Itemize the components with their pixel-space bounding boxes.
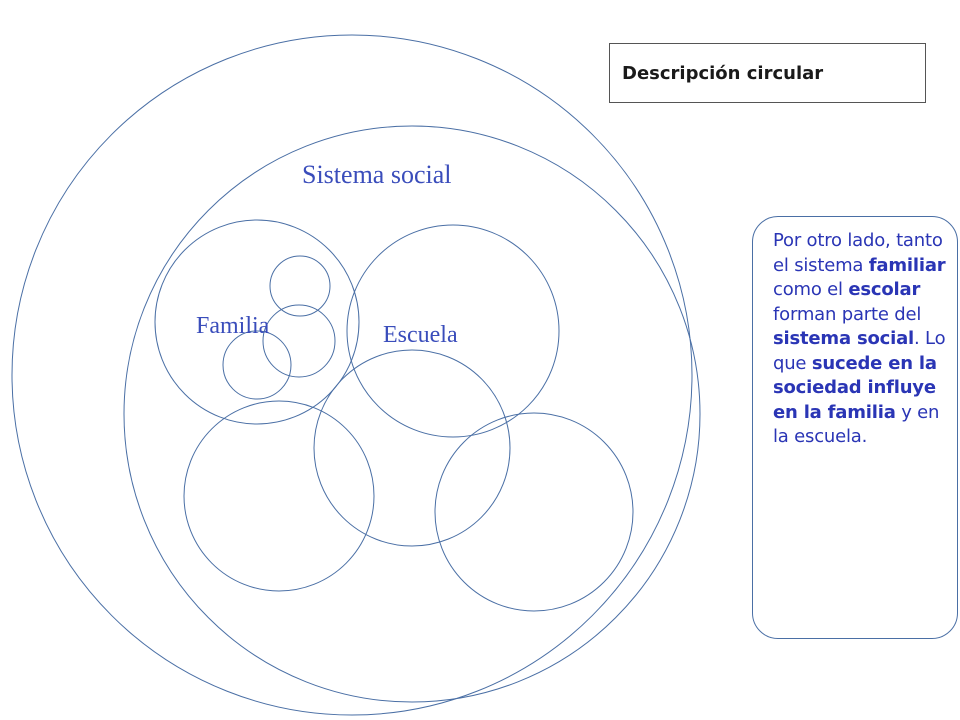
description-bold-familiar: familiar	[868, 254, 946, 276]
title-text: Descripción circular	[622, 62, 824, 84]
description-text-2: como el	[773, 279, 849, 300]
escuela-label: Escuela	[383, 322, 458, 348]
outermost-circle	[11, 34, 693, 716]
description-bold-sistema-social: sistema social	[773, 328, 915, 349]
small-circle-left	[222, 330, 292, 400]
sistema-social-circle	[123, 125, 701, 703]
title-box: Descripción circular	[609, 43, 926, 103]
familia-label: Familia	[196, 313, 270, 339]
description-text-5: y en la escuela.	[773, 401, 940, 448]
description-text-3: forman parte del	[773, 303, 922, 325]
description-text-1: Por otro lado, tanto el sistema	[773, 230, 943, 276]
small-circle-middle	[262, 304, 336, 378]
description-bold-escolar: escolar	[848, 279, 921, 300]
lower-right-circle	[434, 412, 634, 612]
sistema-social-label: Sistema social	[302, 160, 451, 189]
description-bold-sucede: sucede en la sociedad influye en la fami…	[773, 352, 937, 423]
escuela-circle	[346, 224, 560, 438]
lower-left-circle	[183, 400, 375, 592]
lower-middle-circle	[313, 349, 511, 547]
description-panel: Por otro lado, tanto el sistema familiar…	[752, 216, 958, 639]
small-circle-top	[269, 255, 331, 317]
familia-circle	[154, 219, 360, 425]
description-text-4: . Lo que	[773, 328, 946, 374]
